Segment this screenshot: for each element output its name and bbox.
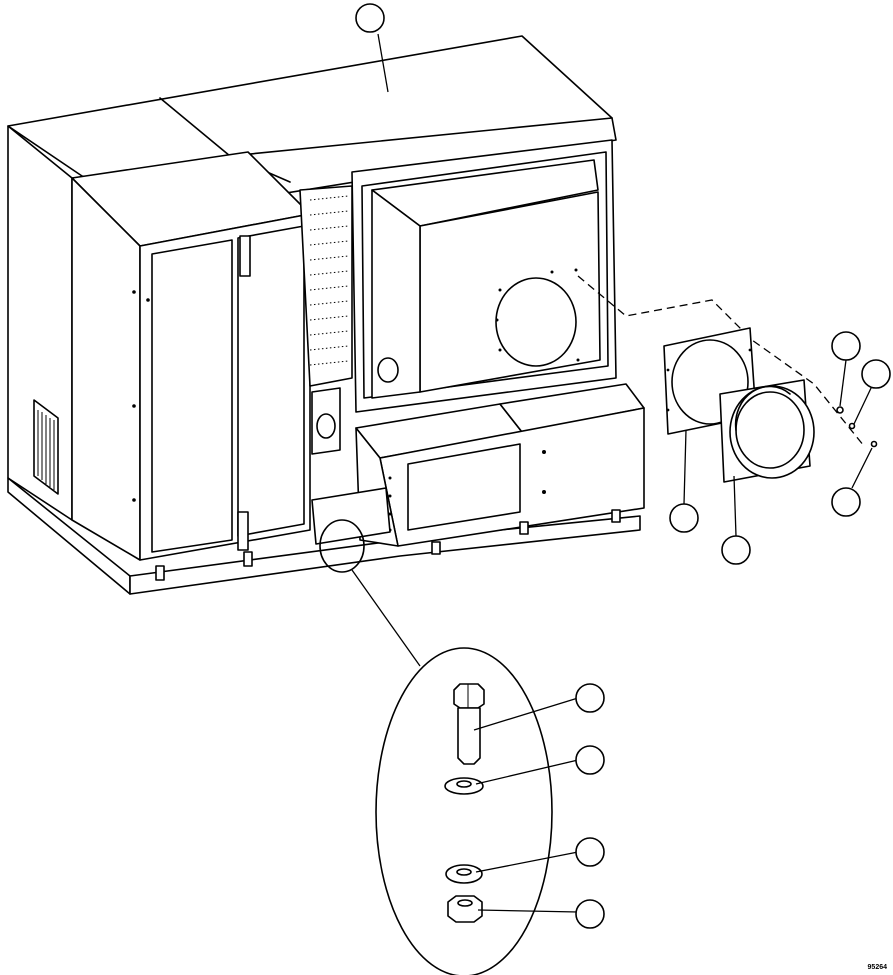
door-cabinet xyxy=(71,151,311,561)
figure-number: 95264 xyxy=(867,964,887,971)
callout-circle xyxy=(831,331,861,361)
equipment-boxes xyxy=(155,383,645,581)
washer xyxy=(848,422,856,430)
flat-washer-lower xyxy=(445,864,483,884)
cabinet-door-left xyxy=(151,239,233,553)
callout-circle xyxy=(669,503,699,533)
callout-circle xyxy=(575,683,605,713)
flat-washer-upper xyxy=(444,777,484,795)
door-latch-upper xyxy=(239,235,251,277)
detail-source-circle xyxy=(319,519,365,573)
screw xyxy=(836,406,844,414)
callout-circle xyxy=(575,837,605,867)
callouts xyxy=(355,3,891,929)
cabinet-side xyxy=(71,177,141,561)
duct-housing xyxy=(351,139,617,413)
detail-view-ellipse xyxy=(375,647,553,975)
mesh-filter xyxy=(299,185,353,387)
hex-bolt xyxy=(453,683,485,765)
door-latch-lower xyxy=(237,511,249,551)
cabinet-front xyxy=(139,213,311,561)
cabinet-door-right xyxy=(237,225,305,537)
duct-collar xyxy=(719,379,815,483)
callout-circle xyxy=(861,359,891,389)
duct-round-opening xyxy=(495,277,577,367)
hardware-detail xyxy=(375,647,579,975)
callout-circle xyxy=(831,487,861,517)
callout-circle xyxy=(355,3,385,33)
exploded-duct-parts xyxy=(577,275,878,537)
hex-nut xyxy=(447,895,483,923)
callout-circle xyxy=(575,899,605,929)
callout-circle xyxy=(575,745,605,775)
access-panel xyxy=(407,443,521,531)
callout-circle xyxy=(721,535,751,565)
duct-side xyxy=(371,189,421,399)
nut xyxy=(870,440,878,448)
